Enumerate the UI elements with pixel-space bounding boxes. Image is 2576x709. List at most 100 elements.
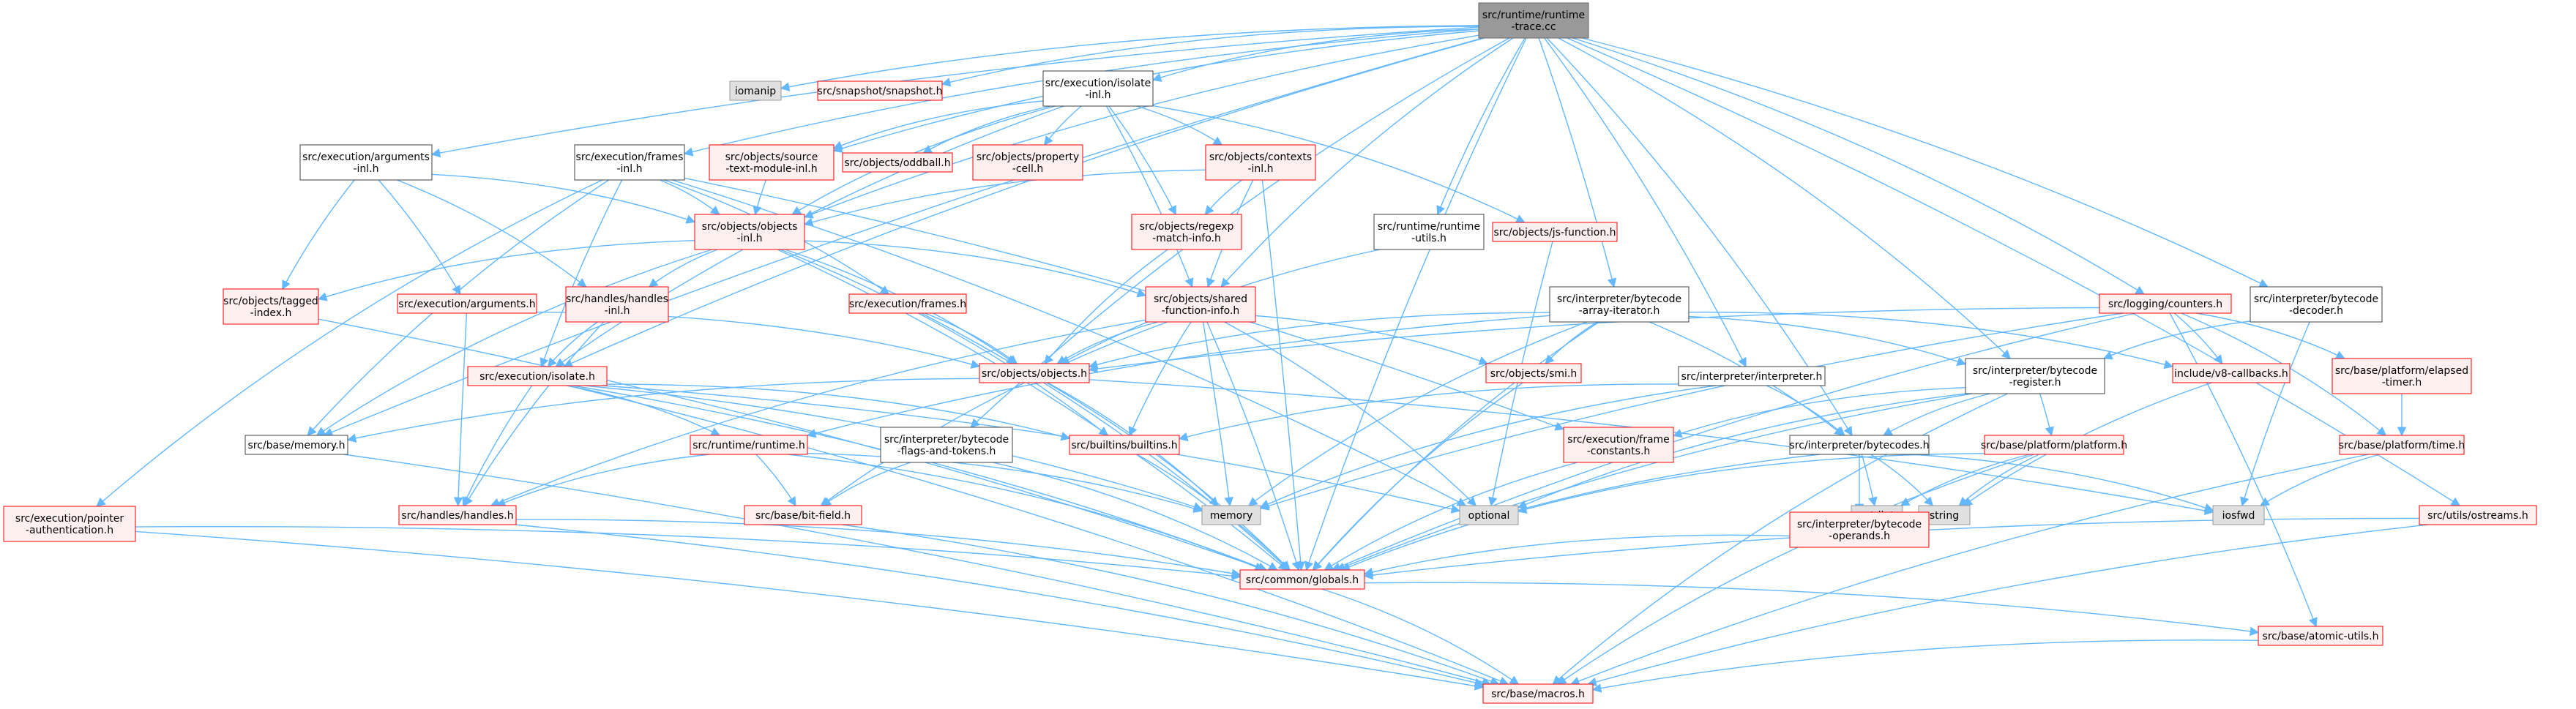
node-pointer_auth[interactable]: src/execution/pointer-authentication.h xyxy=(3,506,136,542)
node-runtime_utils[interactable]: src/runtime/runtime-utils.h xyxy=(1373,214,1485,250)
edge-contexts_inl-to-objects_inl xyxy=(803,169,1206,227)
node-frames_h[interactable]: src/execution/frames.h xyxy=(848,293,967,314)
edge-shared_fn-to-bit_field xyxy=(820,321,1168,506)
node-root[interactable]: src/runtime/runtime-trace.cc xyxy=(1478,2,1589,39)
node-box-args_inl xyxy=(299,144,433,181)
node-box-snapshot xyxy=(817,80,943,101)
node-oddball[interactable]: src/objects/oddball.h xyxy=(842,152,953,173)
edge-smi-to-globals xyxy=(1312,382,1523,571)
node-label-optional-line-0: optional xyxy=(1468,510,1510,522)
node-platform_h[interactable]: src/base/platform/platform.h xyxy=(1981,435,2127,455)
node-label-args_inl-line-0: src/execution/arguments xyxy=(302,151,430,163)
edge-handles_h-to-macros xyxy=(515,524,1485,688)
node-box-bc_register xyxy=(1965,358,2105,394)
node-runtime_h[interactable]: src/runtime/runtime.h xyxy=(690,435,808,455)
edge-shared_fn-to-memory_std xyxy=(1202,321,1233,507)
edge-time_h-to-iosfwd xyxy=(2260,454,2380,506)
node-arguments_h[interactable]: src/execution/arguments.h xyxy=(397,293,537,314)
node-builtins[interactable]: src/builtins/builtins.h xyxy=(1069,435,1180,455)
node-globals[interactable]: src/common/globals.h xyxy=(1239,569,1365,590)
node-label-arguments_h-line-0: src/execution/arguments.h xyxy=(398,299,535,310)
edge-isolate_inl-to-regexp xyxy=(1108,105,1176,216)
node-memory_h[interactable]: src/base/memory.h xyxy=(244,435,348,455)
node-handles_inl[interactable]: src/handles/handles-inl.h xyxy=(565,286,669,323)
node-label-time_h-line-0: src/base/platform/time.h xyxy=(2339,440,2465,451)
node-label-memory_h-line-0: src/base/memory.h xyxy=(247,440,345,451)
edge-bit_field-to-macros xyxy=(842,524,1500,686)
node-args_inl[interactable]: src/execution/arguments-inl.h xyxy=(299,144,433,181)
node-box-bc_decoder xyxy=(2250,286,2383,323)
node-shared_fn[interactable]: src/objects/shared-function-info.h xyxy=(1145,286,1256,323)
edge-isolate_inl-to-objects_inl xyxy=(791,105,1056,215)
edge-root-to-iomanip xyxy=(780,25,1479,91)
node-label-runtime_utils-line-1: -utils.h xyxy=(1411,233,1446,244)
node-bytecodes[interactable]: src/interpreter/bytecodes.h xyxy=(1789,435,1930,455)
node-box-handles_inl xyxy=(565,286,669,323)
node-label-runtime_utils-line-0: src/runtime/runtime xyxy=(1378,221,1480,233)
edge-objects_inl-to-handles_inl xyxy=(648,249,718,288)
graph-nodes: src/runtime/runtime-trace.cc iomanip src/s… xyxy=(3,2,2537,704)
edge-root-to-isolate_h xyxy=(563,37,1485,368)
node-contexts_inl[interactable]: src/objects/contexts-inl.h xyxy=(1205,144,1316,181)
node-source_text[interactable]: src/objects/source-text-module-inl.h xyxy=(709,144,835,181)
node-label-iomanip-line-0: iomanip xyxy=(735,86,776,97)
node-bc_array_iter[interactable]: src/interpreter/bytecode-array-iterator.… xyxy=(1549,286,1690,323)
node-label-interpreter-line-0: src/interpreter/interpreter.h xyxy=(1681,371,1823,383)
edge-bytecodes-to-string xyxy=(1870,454,1934,506)
node-macros[interactable]: src/base/macros.h xyxy=(1482,683,1594,704)
node-isolate_inl[interactable]: src/execution/isolate-inl.h xyxy=(1042,70,1154,107)
edge-root-to-runtime_utils xyxy=(1436,37,1526,216)
node-handles_h[interactable]: src/handles/handles.h xyxy=(398,505,517,525)
edge-bytecodes-to-globals xyxy=(1340,454,1821,571)
edge-root-to-bc_array_iter xyxy=(1538,37,1617,288)
node-property_cell[interactable]: src/objects/property-cell.h xyxy=(972,144,1083,181)
node-box-iosfwd xyxy=(2212,505,2265,525)
node-bc_register[interactable]: src/interpreter/bytecode-register.h xyxy=(1965,358,2105,394)
edge-platform_h-to-string xyxy=(1958,454,2039,506)
node-js_function[interactable]: src/objects/js-function.h xyxy=(1492,222,1618,242)
node-frame_consts[interactable]: src/execution/frame-constants.h xyxy=(1563,427,1674,463)
node-regexp[interactable]: src/objects/regexp-match-info.h xyxy=(1131,214,1242,250)
node-isolate_h[interactable]: src/execution/isolate.h xyxy=(467,366,608,386)
edge-bc_array_iter-to-globals xyxy=(1313,321,1599,571)
edge-root-to-snapshot xyxy=(941,26,1479,87)
node-box-macros xyxy=(1482,683,1594,704)
node-label-snapshot-line-0: src/snapshot/snapshot.h xyxy=(818,86,943,97)
node-objects_inl[interactable]: src/objects/objects-inl.h xyxy=(694,214,805,250)
node-smi[interactable]: src/objects/smi.h xyxy=(1485,363,1582,383)
node-snapshot[interactable]: src/snapshot/snapshot.h xyxy=(817,80,943,101)
node-box-isolate_inl xyxy=(1042,70,1154,107)
node-tagged_index[interactable]: src/objects/tagged-index.h xyxy=(223,288,319,325)
node-v8_callbacks[interactable]: include/v8-callbacks.h xyxy=(2172,363,2291,383)
node-ostreams[interactable]: src/utils/ostreams.h xyxy=(2419,505,2537,525)
node-box-handles_h xyxy=(398,505,517,525)
node-atomic_utils[interactable]: src/base/atomic-utils.h xyxy=(2258,626,2383,646)
node-bc_operands[interactable]: src/interpreter/bytecode-operands.h xyxy=(1789,511,1930,548)
node-label-bit_field-line-0: src/base/bit-field.h xyxy=(755,510,851,522)
node-label-builtins-line-0: src/builtins/builtins.h xyxy=(1071,440,1177,451)
node-label-flags_tokens-line-1: -flags-and-tokens.h xyxy=(897,446,996,457)
edge-frames_inl-to-isolate_h xyxy=(540,179,623,368)
node-box-objects_inl xyxy=(694,214,805,250)
edge-root-to-args_inl xyxy=(430,26,1479,158)
node-box-interpreter xyxy=(1678,366,1826,386)
edge-isolate_h-to-optional xyxy=(602,385,1461,514)
node-flags_tokens[interactable]: src/interpreter/bytecode-flags-and-token… xyxy=(880,427,1013,463)
node-box-smi xyxy=(1485,363,1582,383)
node-bc_decoder[interactable]: src/interpreter/bytecode-decoder.h xyxy=(2250,286,2383,323)
node-time_h[interactable]: src/base/platform/time.h xyxy=(2339,435,2465,455)
edge-objects_inl-to-tagged_index xyxy=(317,240,695,301)
node-label-isolate_inl-line-0: src/execution/isolate xyxy=(1045,78,1151,89)
node-counters[interactable]: src/logging/counters.h xyxy=(2099,293,2232,314)
node-objects_h[interactable]: src/objects/objects.h xyxy=(979,363,1090,383)
node-label-property_cell-line-0: src/objects/property xyxy=(977,151,1079,163)
node-label-isolate_inl-line-1: -inl.h xyxy=(1085,89,1110,101)
node-bit_field[interactable]: src/base/bit-field.h xyxy=(744,505,862,525)
node-interpreter[interactable]: src/interpreter/interpreter.h xyxy=(1678,366,1826,386)
node-elapsed_timer[interactable]: src/base/platform/elapsed-timer.h xyxy=(2332,358,2472,394)
edge-pointer_auth-to-macros xyxy=(135,530,1485,691)
edge-shared_fn-to-builtins xyxy=(1128,321,1192,437)
edge-contexts_inl-to-globals xyxy=(1261,179,1305,571)
node-frames_inl[interactable]: src/execution/frames-inl.h xyxy=(574,144,685,181)
